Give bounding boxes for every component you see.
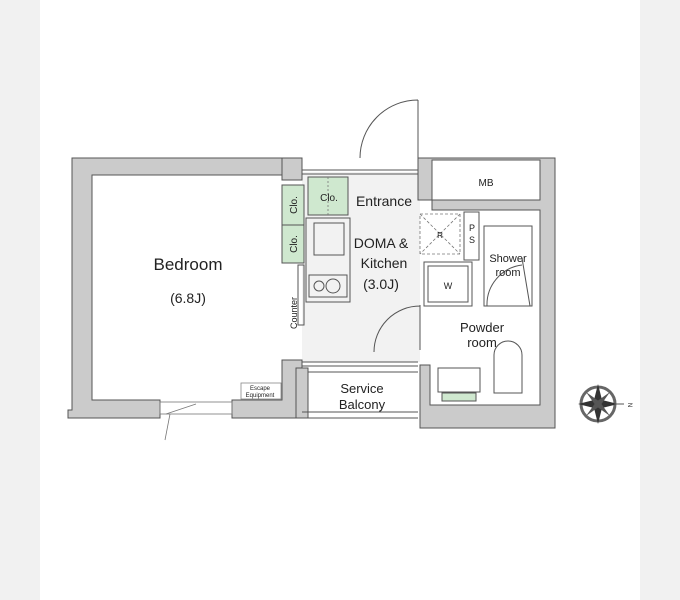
balcony-railing: [302, 411, 418, 419]
bedroom-door-swing: [164, 403, 197, 441]
kitchen-counter-block: [305, 217, 351, 303]
kitchen-label-line2: Kitchen: [361, 255, 408, 271]
escape-equipment: [240, 382, 282, 400]
entrance-door: [359, 99, 419, 170]
washer: [423, 261, 473, 307]
bedroom-size: (6.8J): [170, 290, 206, 306]
escape-label-line1: Escape: [250, 386, 271, 392]
balcony-label-line1: Service: [340, 381, 383, 396]
balcony-window: [302, 361, 418, 373]
escape-label-line2: Equipment: [246, 393, 275, 399]
mb-label: MB: [479, 178, 494, 189]
entrance-label: Entrance: [356, 193, 412, 209]
kitchen-label-line1: DOMA &: [354, 235, 409, 251]
burner-icon: [325, 278, 341, 294]
closet-label: Clo.: [289, 235, 300, 253]
balcony-label-line2: Balcony: [339, 397, 386, 412]
powder-label-line1: Powder: [460, 320, 505, 335]
sink: [313, 222, 345, 256]
stove: [308, 274, 348, 298]
bath-door: [373, 305, 421, 353]
burner-icon: [313, 280, 325, 292]
bedroom-label: Bedroom: [154, 255, 223, 274]
vanity: [437, 367, 481, 393]
counter-label: Counter: [289, 297, 299, 329]
refrigerator-label: R: [437, 231, 443, 240]
powder-label-line2: room: [467, 335, 497, 350]
shower-door: [486, 257, 531, 307]
washer-label: W: [444, 281, 453, 291]
shower-label-line1: Shower: [489, 253, 527, 265]
ps-label-line2: S: [469, 235, 475, 245]
vanity-shelf: [441, 392, 477, 402]
closet-label: Clo.: [289, 196, 300, 214]
refrigerator: [419, 213, 461, 255]
ps-label-line1: P: [469, 223, 475, 233]
compass-icon: [578, 384, 624, 424]
entrance-threshold: [302, 169, 418, 175]
toilet: [493, 340, 523, 394]
pipe-space: [463, 211, 480, 261]
compass-north-label: N: [626, 403, 632, 407]
mb-box: [431, 159, 541, 201]
closet-2: [281, 224, 305, 264]
kitchen-size: (3.0J): [363, 276, 399, 292]
counter: [297, 264, 305, 326]
shower-room: [483, 225, 533, 307]
shower-label-line2: room: [495, 267, 520, 279]
closet-label: Clo.: [320, 193, 338, 204]
bedroom-wall: [67, 157, 303, 419]
bedroom-window: [159, 401, 233, 415]
bedroom-corner-wall: [281, 157, 303, 181]
